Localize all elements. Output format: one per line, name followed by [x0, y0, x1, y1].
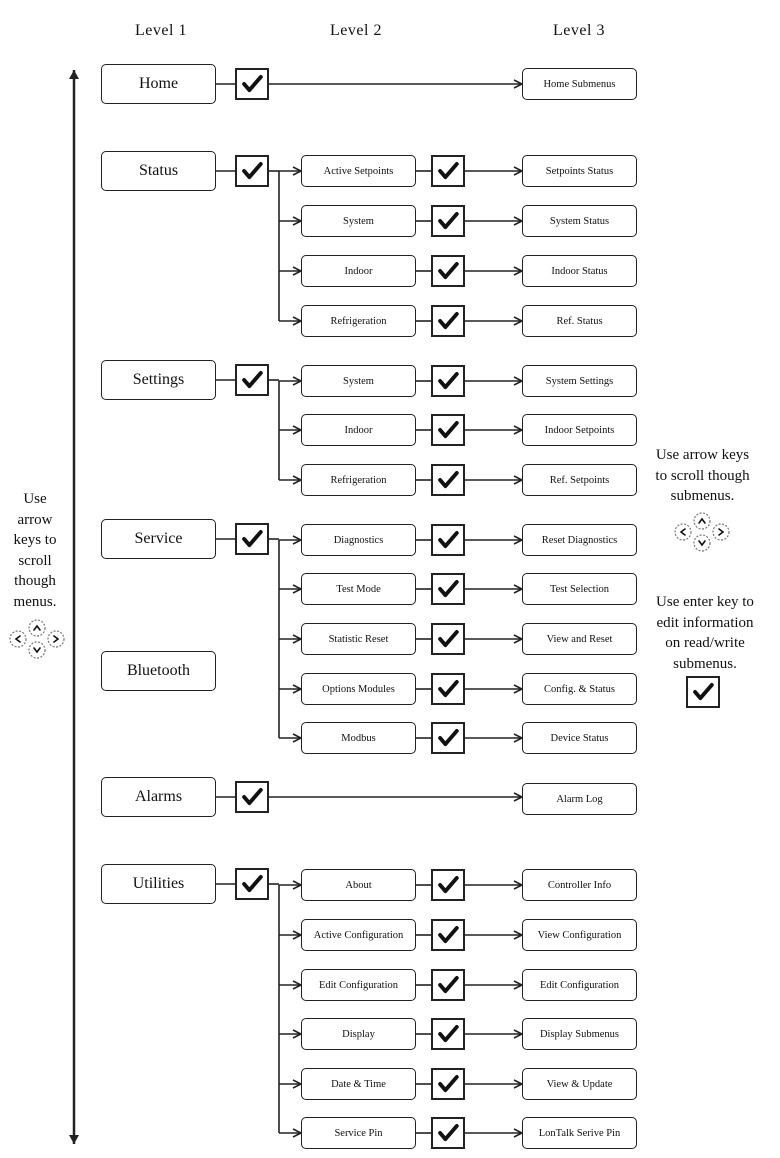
submenu-level3[interactable]: Device Status — [522, 722, 637, 754]
submenu-level2[interactable]: System — [301, 365, 416, 397]
checkmark-icon[interactable] — [431, 1117, 465, 1149]
arrow-keys-icon — [6, 617, 68, 666]
checkmark-icon[interactable] — [431, 969, 465, 1001]
submenu-level3[interactable]: Setpoints Status — [522, 155, 637, 187]
submenu-level3[interactable]: Display Submenus — [522, 1018, 637, 1050]
submenu-level3[interactable]: LonTalk Serive Pin — [522, 1117, 637, 1149]
checkmark-icon[interactable] — [431, 573, 465, 605]
submenu-level3[interactable]: Test Selection — [522, 573, 637, 605]
submenu-level3[interactable]: System Status — [522, 205, 637, 237]
submenu-level2[interactable]: Modbus — [301, 722, 416, 754]
submenu-level3[interactable]: View and Reset — [522, 623, 637, 655]
note-line: submenus. — [670, 488, 735, 504]
submenu-level2[interactable]: System — [301, 205, 416, 237]
submenu-level2[interactable]: Active Setpoints — [301, 155, 416, 187]
submenu-level2[interactable]: Options Modules — [301, 673, 416, 705]
menu-level1-alarms[interactable]: Alarms — [101, 777, 216, 817]
menu-level1-service[interactable]: Service — [101, 519, 216, 559]
checkmark-icon[interactable] — [235, 781, 269, 813]
checkmark-icon[interactable] — [235, 68, 269, 100]
menu-level1-bluetooth[interactable]: Bluetooth — [101, 651, 216, 691]
note-line: submenus. — [673, 655, 737, 672]
submenu-level3[interactable]: View & Update — [522, 1068, 637, 1100]
checkmark-icon[interactable] — [235, 523, 269, 555]
checkmark-icon[interactable] — [235, 155, 269, 187]
enter-key-icon — [686, 676, 720, 708]
submenu-level3[interactable]: Controller Info — [522, 869, 637, 901]
checkmark-icon[interactable] — [431, 205, 465, 237]
checkmark-icon[interactable] — [431, 623, 465, 655]
menu-level1-status[interactable]: Status — [101, 151, 216, 191]
note-line: edit information — [656, 614, 754, 631]
submenu-level3[interactable]: Home Submenus — [522, 68, 637, 100]
menu-level1-utilities[interactable]: Utilities — [101, 864, 216, 904]
submenu-level3[interactable]: Indoor Status — [522, 255, 637, 287]
submenu-level2[interactable]: Date & Time — [301, 1068, 416, 1100]
note-line: Use enter key to — [656, 594, 754, 610]
submenu-level3[interactable]: System Settings — [522, 365, 637, 397]
checkmark-icon[interactable] — [431, 869, 465, 901]
level-1-header: Level 1 — [135, 22, 187, 39]
checkmark-icon[interactable] — [431, 524, 465, 556]
menu-level1-home[interactable]: Home — [101, 64, 216, 104]
checkmark-icon[interactable] — [235, 868, 269, 900]
submenu-level2[interactable]: Indoor — [301, 255, 416, 287]
submenu-level3[interactable]: Edit Configuration — [522, 969, 637, 1001]
checkmark-icon[interactable] — [431, 673, 465, 705]
submenu-level2[interactable]: Service Pin — [301, 1117, 416, 1149]
submenu-level3[interactable]: Config. & Status — [522, 673, 637, 705]
submenu-level3[interactable]: View Configuration — [522, 919, 637, 951]
checkmark-icon[interactable] — [431, 1018, 465, 1050]
note-line: arrow — [17, 511, 53, 528]
checkmark-icon[interactable] — [431, 155, 465, 187]
level-2-header: Level 2 — [330, 22, 382, 39]
submenu-level2[interactable]: Active Configuration — [301, 919, 416, 951]
submenu-level2[interactable]: Statistic Reset — [301, 623, 416, 655]
menu-level1-settings[interactable]: Settings — [101, 360, 216, 400]
checkmark-icon[interactable] — [235, 364, 269, 396]
note-line: though — [14, 573, 56, 589]
left-scroll-note: Use arrow keys to scroll though menus. — [0, 489, 70, 612]
submenu-level2[interactable]: Display — [301, 1018, 416, 1050]
submenu-level3[interactable]: Ref. Setpoints — [522, 464, 637, 496]
submenu-level3[interactable]: Ref. Status — [522, 305, 637, 337]
submenu-level3[interactable]: Alarm Log — [522, 783, 637, 815]
checkmark-icon[interactable] — [431, 365, 465, 397]
checkmark-icon[interactable] — [431, 722, 465, 754]
checkmark-icon[interactable] — [431, 464, 465, 496]
checkmark-icon[interactable] — [431, 305, 465, 337]
arrow-keys-icon — [671, 510, 733, 559]
submenu-level3[interactable]: Reset Diagnostics — [522, 524, 637, 556]
checkmark-icon[interactable] — [431, 919, 465, 951]
submenu-level3[interactable]: Indoor Setpoints — [522, 414, 637, 446]
submenu-level2[interactable]: Test Mode — [301, 573, 416, 605]
note-line: menus. — [13, 593, 57, 610]
submenu-level2[interactable]: About — [301, 869, 416, 901]
note-line: to scroll though — [655, 467, 750, 484]
submenu-level2[interactable]: Refrigeration — [301, 305, 416, 337]
right-enter-note: Use enter key to edit information on rea… — [645, 592, 765, 674]
submenu-level2[interactable]: Diagnostics — [301, 524, 416, 556]
checkmark-icon[interactable] — [431, 414, 465, 446]
submenu-level2[interactable]: Refrigeration — [301, 464, 416, 496]
note-line: scroll — [18, 552, 52, 569]
level-3-header: Level 3 — [553, 22, 605, 39]
submenu-level2[interactable]: Indoor — [301, 414, 416, 446]
checkmark-icon[interactable] — [431, 255, 465, 287]
note-line: Use — [23, 491, 47, 507]
note-line: on read/write — [665, 635, 745, 651]
note-line: keys to — [13, 532, 57, 548]
note-line: Use arrow keys — [655, 447, 750, 463]
right-scroll-note: Use arrow keys to scroll though submenus… — [645, 445, 760, 507]
checkmark-icon[interactable] — [431, 1068, 465, 1100]
submenu-level2[interactable]: Edit Configuration — [301, 969, 416, 1001]
